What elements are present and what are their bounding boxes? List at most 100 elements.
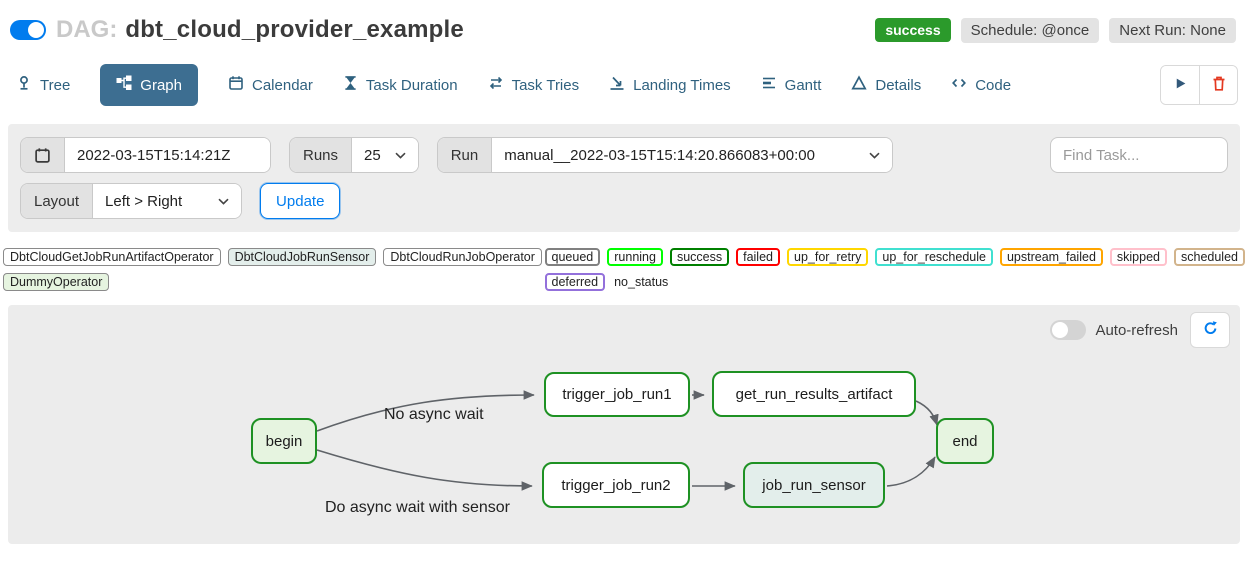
- repeat-icon: [488, 75, 504, 95]
- tab-label: Tree: [40, 76, 71, 94]
- play-icon: [1173, 76, 1188, 94]
- status-badge: success: [875, 18, 951, 42]
- update-button[interactable]: Update: [260, 183, 341, 219]
- status-legend-row: deferred no_status: [544, 273, 1245, 291]
- legend-status: no_status: [612, 275, 671, 289]
- refresh-button[interactable]: [1190, 312, 1230, 348]
- dag-node-trigger-job-run1[interactable]: trigger_job_run1: [544, 372, 690, 417]
- edge-label-do-async-wait: Do async wait with sensor: [325, 499, 510, 516]
- tree-icon: [16, 75, 32, 95]
- runs-value: 25: [364, 146, 381, 164]
- layout-label: Layout: [21, 184, 94, 218]
- tab-task-duration[interactable]: Task Duration: [343, 64, 458, 106]
- tab-code[interactable]: Code: [951, 64, 1011, 106]
- calendar-prepend-icon: [21, 138, 65, 172]
- layout-select[interactable]: Left > Right: [93, 184, 242, 218]
- run-value: manual__2022-03-15T15:14:20.866083+00:00: [504, 146, 815, 164]
- tab-label: Graph: [140, 76, 182, 94]
- operator-legend: DbtCloudGetJobRunArtifactOperator DbtClo…: [3, 248, 545, 291]
- tab-task-tries[interactable]: Task Tries: [488, 64, 580, 106]
- view-tabbar: Tree Graph Calendar Task Duration Task T…: [0, 44, 1248, 106]
- filter-row-2: Layout Left > Right Update: [20, 183, 1228, 219]
- tab-label: Code: [975, 76, 1012, 94]
- next-run-badge: Next Run: None: [1109, 17, 1236, 43]
- dag-node-trigger-job-run2[interactable]: trigger_job_run2: [542, 462, 690, 508]
- filter-row-1: Runs 25 Run manual__2022-03-15T15:14:20.…: [20, 137, 1228, 173]
- code-icon: [951, 75, 967, 95]
- dag-node-end[interactable]: end: [936, 418, 994, 464]
- tab-label: Details: [875, 76, 922, 94]
- edge-label-no-async-wait: No async wait: [384, 406, 484, 423]
- layout-group: Layout Left > Right: [20, 183, 243, 219]
- delete-dag-button[interactable]: [1199, 66, 1237, 104]
- base-date-input[interactable]: [65, 138, 270, 172]
- trash-icon: [1211, 75, 1227, 95]
- base-date-group: [20, 137, 271, 173]
- tab-calendar[interactable]: Calendar: [228, 64, 313, 106]
- toggle-knob: [1052, 322, 1069, 338]
- tab-label: Task Tries: [511, 76, 580, 94]
- legend-status: queued: [544, 248, 601, 266]
- dag-edges: [316, 390, 939, 491]
- toggle-knob: [28, 22, 44, 38]
- page-title: dbt_cloud_provider_example: [125, 16, 464, 43]
- filter-panel: Runs 25 Run manual__2022-03-15T15:14:20.…: [8, 124, 1240, 232]
- tab-details[interactable]: Details: [851, 64, 921, 106]
- triangle-icon: [851, 75, 867, 95]
- tab-label: Landing Times: [633, 76, 731, 94]
- graph-panel: begin trigger_job_run1 get_run_results_a…: [8, 305, 1240, 544]
- tab-tree[interactable]: Tree: [16, 64, 70, 106]
- dag-pause-toggle[interactable]: [10, 20, 46, 40]
- dag-node-get-run-results-artifact[interactable]: get_run_results_artifact: [712, 371, 916, 417]
- legend-status: up_for_retry: [787, 248, 869, 266]
- run-group: Run manual__2022-03-15T15:14:20.866083+0…: [436, 137, 894, 173]
- status-legend: queued running success failed up_for_ret…: [544, 248, 1245, 291]
- runs-label: Runs: [290, 138, 353, 172]
- dag-label: DAG:: [56, 16, 118, 43]
- dag-header: DAG: dbt_cloud_provider_example success …: [0, 0, 1248, 44]
- hourglass-icon: [343, 75, 358, 95]
- legend-status: success: [669, 248, 730, 266]
- legend-operator: DbtCloudGetJobRunArtifactOperator: [3, 248, 221, 266]
- runs-select[interactable]: 25: [352, 138, 418, 172]
- tab-graph[interactable]: Graph: [100, 64, 198, 106]
- find-task-input[interactable]: [1050, 137, 1228, 173]
- legend-status: failed: [736, 248, 780, 266]
- legend-status: running: [607, 248, 663, 266]
- refresh-controls: Auto-refresh: [1050, 312, 1230, 348]
- runs-group: Runs 25: [289, 137, 419, 173]
- tab-label: Task Duration: [365, 76, 458, 94]
- legend-status: up_for_reschedule: [875, 248, 993, 266]
- graph-icon: [116, 75, 132, 95]
- header-badges: success Schedule: @once Next Run: None: [875, 17, 1238, 43]
- tab-label: Calendar: [252, 76, 313, 94]
- legend-operator: DbtCloudRunJobOperator: [383, 248, 542, 266]
- dag-node-job-run-sensor[interactable]: job_run_sensor: [743, 462, 885, 508]
- chevron-down-icon: [218, 198, 229, 205]
- legend-status: scheduled: [1174, 248, 1245, 266]
- dag-actions: [1160, 65, 1238, 105]
- run-select[interactable]: manual__2022-03-15T15:14:20.866083+00:00: [492, 138, 893, 172]
- chevron-down-icon: [869, 152, 880, 159]
- calendar-icon: [228, 75, 244, 95]
- legend-status: deferred: [544, 273, 606, 291]
- auto-refresh-toggle[interactable]: [1050, 320, 1087, 340]
- legend-operator: DummyOperator: [3, 273, 110, 291]
- auto-refresh-label: Auto-refresh: [1095, 321, 1178, 339]
- run-label: Run: [437, 138, 493, 172]
- dag-node-begin[interactable]: begin: [251, 418, 317, 464]
- legend: DbtCloudGetJobRunArtifactOperator DbtClo…: [3, 248, 1245, 291]
- plane-landing-icon: [609, 75, 625, 95]
- tab-gantt[interactable]: Gantt: [761, 64, 822, 106]
- trigger-dag-button[interactable]: [1161, 66, 1199, 104]
- tab-landing-times[interactable]: Landing Times: [609, 64, 731, 106]
- legend-status: skipped: [1109, 248, 1167, 266]
- tab-label: Gantt: [784, 76, 822, 94]
- layout-value: Left > Right: [105, 192, 183, 210]
- chevron-down-icon: [395, 152, 406, 159]
- status-legend-row: queued running success failed up_for_ret…: [544, 248, 1245, 266]
- auto-refresh-control: Auto-refresh: [1050, 320, 1178, 340]
- schedule-badge: Schedule: @once: [960, 17, 1100, 43]
- legend-operator: DbtCloudJobRunSensor: [227, 248, 377, 266]
- legend-status: upstream_failed: [999, 248, 1103, 266]
